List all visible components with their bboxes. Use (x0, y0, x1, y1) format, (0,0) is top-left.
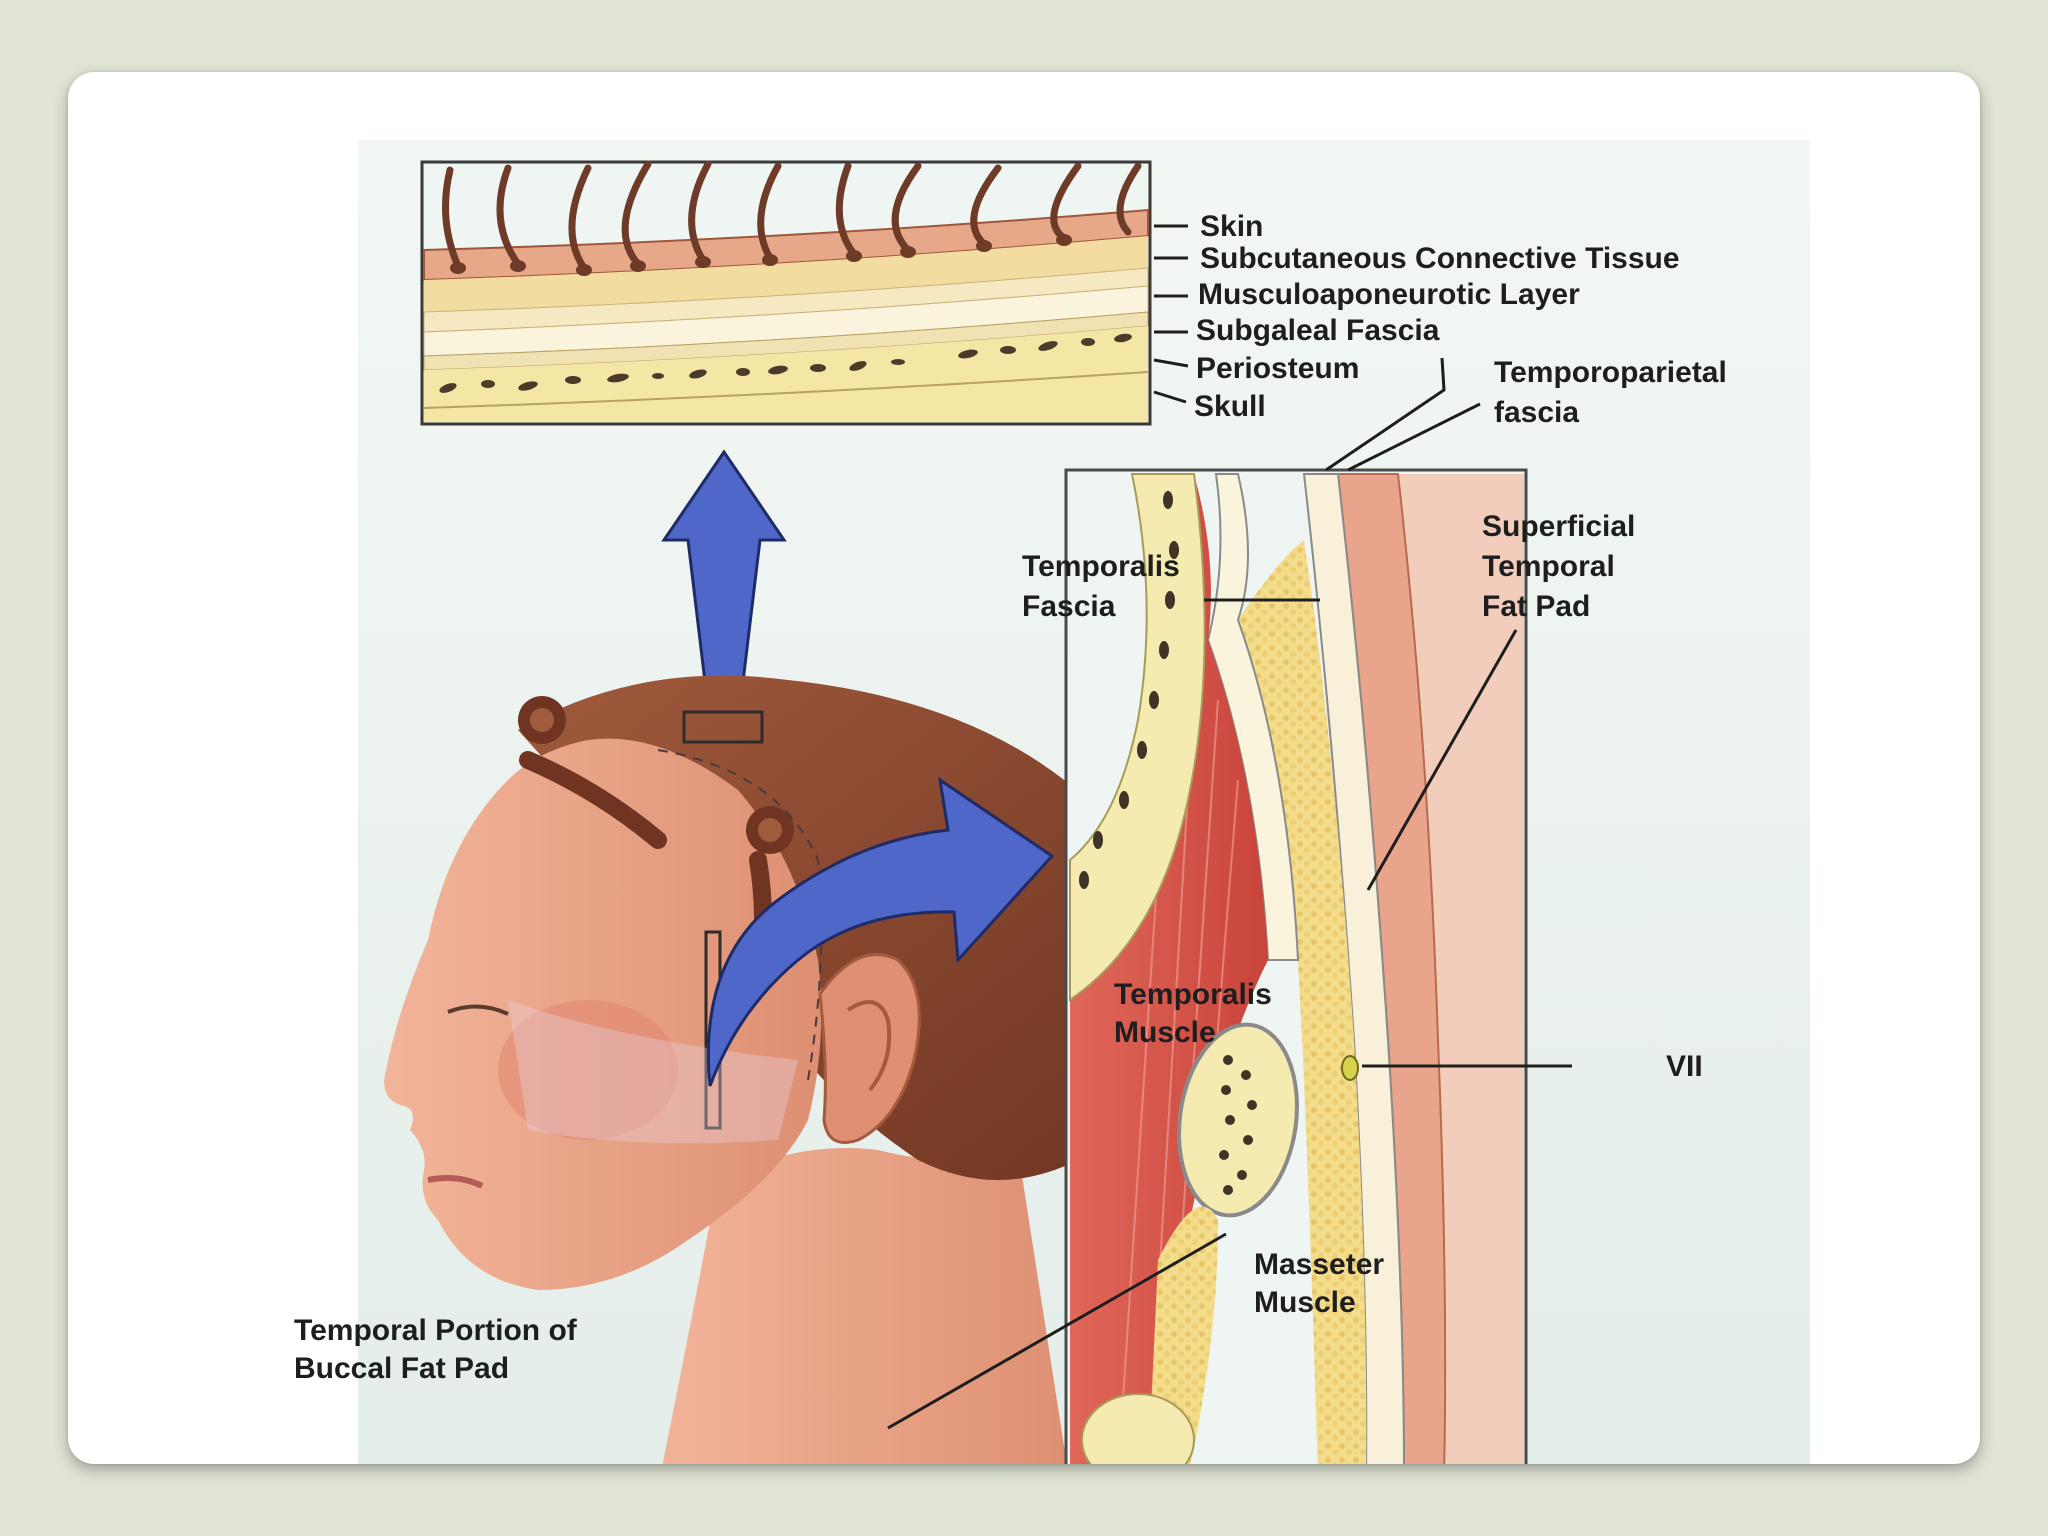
label-temporalis-muscle-2: Muscle (1114, 1016, 1216, 1049)
label-temporalis-muscle-1: Temporalis (1114, 978, 1272, 1011)
detail-leader-lines (887, 357, 1572, 1430)
cross-section-detail (1064, 468, 1528, 1464)
label-temporoparietal-2: fascia (1494, 396, 1579, 429)
buccal-label-line1: Temporal Portion of (294, 1314, 577, 1347)
label-skin: Skin (1200, 210, 1263, 243)
label-skull: Skull (1194, 390, 1266, 423)
label-superficial-2: Temporal (1482, 550, 1615, 583)
slide-card: Skin Subcutaneous Connective Tissue Musc… (68, 72, 1980, 1464)
facial-nerve-marker (1341, 1055, 1359, 1081)
anatomy-illustration: Skin Subcutaneous Connective Tissue Musc… (358, 140, 1810, 1464)
anatomy-figure: Skin Subcutaneous Connective Tissue Musc… (358, 140, 1810, 1464)
label-musculoaponeurotic: Musculoaponeurotic Layer (1198, 278, 1580, 311)
buccal-fat-pad-label: Temporal Portion of Buccal Fat Pad (294, 1312, 577, 1388)
buccal-label-line2: Buccal Fat Pad (294, 1352, 510, 1385)
label-temporalis-fascia-1: Temporalis (1022, 550, 1180, 583)
label-masseter-2: Muscle (1254, 1286, 1356, 1319)
label-nerve-vii: VII (1666, 1050, 1703, 1083)
layer-leader-lines (1153, 224, 1189, 404)
curved-arrow-icon (706, 776, 1055, 1087)
label-temporalis-fascia-2: Fascia (1022, 590, 1116, 623)
scalp-layers-inset (420, 160, 1152, 426)
label-superficial-3: Fat Pad (1482, 590, 1590, 623)
label-masseter-1: Masseter (1254, 1248, 1384, 1281)
label-periosteum: Periosteum (1196, 352, 1359, 385)
label-subcutaneous: Subcutaneous Connective Tissue (1200, 242, 1680, 275)
label-subgaleal: Subgaleal Fascia (1196, 314, 1440, 347)
label-superficial-1: Superficial (1482, 510, 1635, 543)
label-temporoparietal-1: Temporoparietal (1494, 356, 1727, 389)
